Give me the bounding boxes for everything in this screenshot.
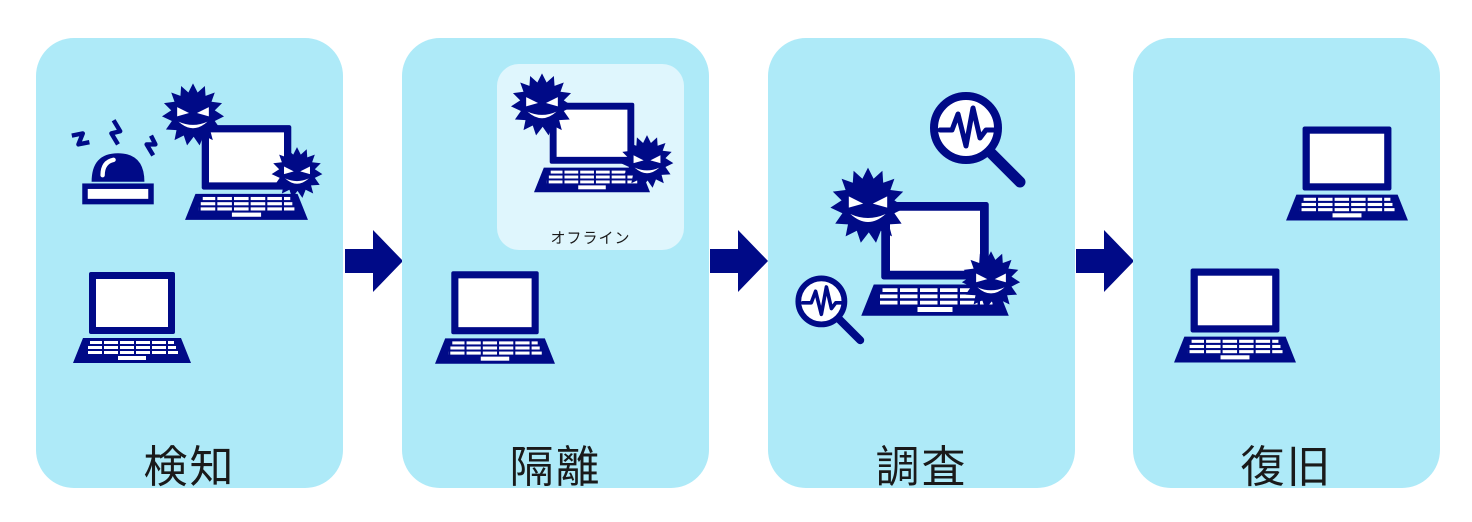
detect-illustration xyxy=(36,83,323,363)
step-label: 調査 xyxy=(875,442,968,489)
magnifier-icon xyxy=(798,278,860,340)
step-panel-investigate: 調査 xyxy=(768,38,1075,488)
offline-zone: オフライン xyxy=(497,64,684,250)
offline-label: オフライン xyxy=(550,229,631,247)
isolate-illustration xyxy=(435,271,555,364)
step-panel-detect: 検知 xyxy=(36,38,343,488)
step-label: 隔離 xyxy=(509,442,602,489)
siren-icon xyxy=(72,120,156,201)
magnifier-icon xyxy=(934,96,1020,182)
step-panel-recover: 復旧 xyxy=(1133,38,1440,488)
virus-icon xyxy=(271,147,323,198)
laptop-icon xyxy=(435,271,555,364)
recover-illustration xyxy=(1174,126,1408,363)
laptop-icon xyxy=(1174,268,1296,363)
step-label: 復旧 xyxy=(1240,442,1333,489)
laptop-icon xyxy=(1286,126,1408,221)
arrow-right-icon xyxy=(1076,230,1134,292)
laptop-icon xyxy=(73,272,191,363)
step-label: 検知 xyxy=(143,442,236,489)
step-panel-isolate: オフライン 隔離 xyxy=(402,38,709,488)
arrow-right-icon xyxy=(710,230,768,292)
investigate-illustration xyxy=(768,38,1075,488)
arrow-right-icon xyxy=(345,230,403,292)
